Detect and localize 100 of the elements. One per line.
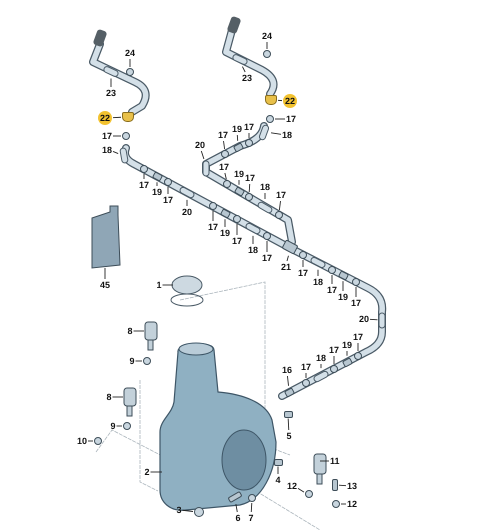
ring-fitting	[164, 178, 172, 186]
ring-fitting	[194, 507, 204, 517]
ring-fitting	[263, 50, 271, 58]
ring-fitting	[328, 266, 336, 274]
callout-number: 19	[342, 340, 352, 350]
callout-number: 19	[220, 228, 230, 238]
leader-line	[212, 210, 214, 222]
ring-fitting	[352, 278, 360, 286]
leader-line	[200, 150, 204, 160]
callout-number: 7	[248, 513, 254, 523]
callout-number: 19	[232, 124, 242, 134]
callout-number: 17	[208, 222, 218, 232]
leader-line	[270, 132, 282, 135]
leader-line	[287, 376, 289, 386]
leader-line	[186, 199, 188, 206]
ring-fitting	[123, 422, 131, 430]
washer-nozzle	[122, 112, 134, 122]
callout-number: 17	[298, 268, 308, 278]
callout-number: 5	[286, 431, 292, 441]
callout-number: 13	[347, 481, 358, 491]
callout-number: 2	[144, 467, 150, 477]
ring-fitting	[263, 232, 271, 240]
callout-number: 8	[128, 326, 133, 336]
callout-number: 18	[282, 130, 292, 140]
leader-line	[288, 418, 290, 430]
callout-number: 17	[262, 253, 272, 263]
leader-line	[236, 224, 238, 236]
ring-fitting	[275, 211, 283, 219]
callout-number: 9	[110, 421, 116, 431]
callout-number: 18	[260, 182, 270, 192]
callout-number: 22	[283, 94, 298, 108]
leader-line	[223, 140, 226, 150]
ring-fitting	[305, 490, 313, 498]
ring-fitting	[143, 357, 151, 365]
washer-nozzle	[265, 95, 277, 105]
leader-line	[266, 42, 268, 50]
callout-number: 23	[106, 88, 116, 98]
leader-line	[235, 504, 238, 512]
callout-number: 17	[218, 130, 228, 140]
ring-fitting	[332, 500, 340, 508]
connector-fitting	[332, 479, 338, 491]
ring-fitting	[266, 115, 274, 123]
callout-number: 19	[234, 169, 244, 179]
callout-number: 1	[156, 280, 162, 290]
leader-line	[252, 235, 254, 244]
callout-number: 17	[351, 298, 362, 308]
callout-number: 17	[276, 190, 286, 200]
leader-line	[112, 151, 119, 154]
leader-line	[264, 192, 266, 200]
leader-line	[338, 484, 346, 486]
leader-line	[88, 440, 94, 442]
leader-line	[274, 118, 286, 120]
callout-number: 18	[313, 277, 324, 287]
ring-fitting	[221, 150, 229, 158]
leader-line	[248, 184, 250, 192]
callout-number: 10	[77, 436, 88, 446]
callout-number: 6	[236, 513, 241, 523]
callout-number: 17	[232, 236, 242, 246]
callout-number: 24	[262, 31, 272, 41]
leader-line	[135, 360, 142, 362]
ring-fitting	[330, 365, 338, 373]
callout-number: 11	[330, 456, 340, 466]
ring-fitting	[209, 202, 217, 210]
callout-number: 22	[98, 111, 112, 125]
ring-fitting	[94, 437, 102, 445]
leader-line	[242, 66, 246, 72]
callout-number: 17	[245, 173, 256, 183]
callout-number: 17	[244, 122, 254, 132]
leader-line	[224, 172, 227, 180]
callout-number: 20	[195, 140, 206, 150]
callout-number: 12	[347, 499, 358, 509]
callout-number: 19	[338, 292, 348, 302]
leader-line	[112, 116, 122, 118]
callout-number: 17	[301, 362, 312, 372]
callout-number: 4	[276, 475, 281, 485]
leader-line	[238, 180, 240, 186]
callout-number: 19	[152, 187, 162, 197]
callout-number: 23	[242, 73, 252, 83]
ring-fitting	[354, 352, 362, 360]
callout-number: 17	[329, 345, 340, 355]
leader-line	[248, 132, 250, 138]
ring-fitting	[140, 165, 148, 173]
callout-number: 24	[125, 48, 136, 58]
leader-line	[104, 268, 106, 280]
leader-line	[182, 510, 194, 512]
ring-fitting	[302, 379, 310, 387]
leader-line	[112, 396, 124, 398]
callout-number: 18	[102, 145, 112, 155]
hose-segment	[378, 312, 386, 328]
leader-line	[278, 200, 281, 210]
callout-number: 21	[281, 262, 292, 272]
leader-line	[110, 78, 112, 88]
ring-fitting	[245, 193, 253, 201]
leader-line	[162, 284, 174, 286]
leader-line	[266, 240, 268, 252]
ring-fitting	[245, 139, 253, 147]
hose-segment	[202, 160, 210, 176]
leader-line	[250, 502, 252, 512]
callout-number: 17	[139, 180, 150, 190]
callout-number: 20	[182, 207, 192, 217]
